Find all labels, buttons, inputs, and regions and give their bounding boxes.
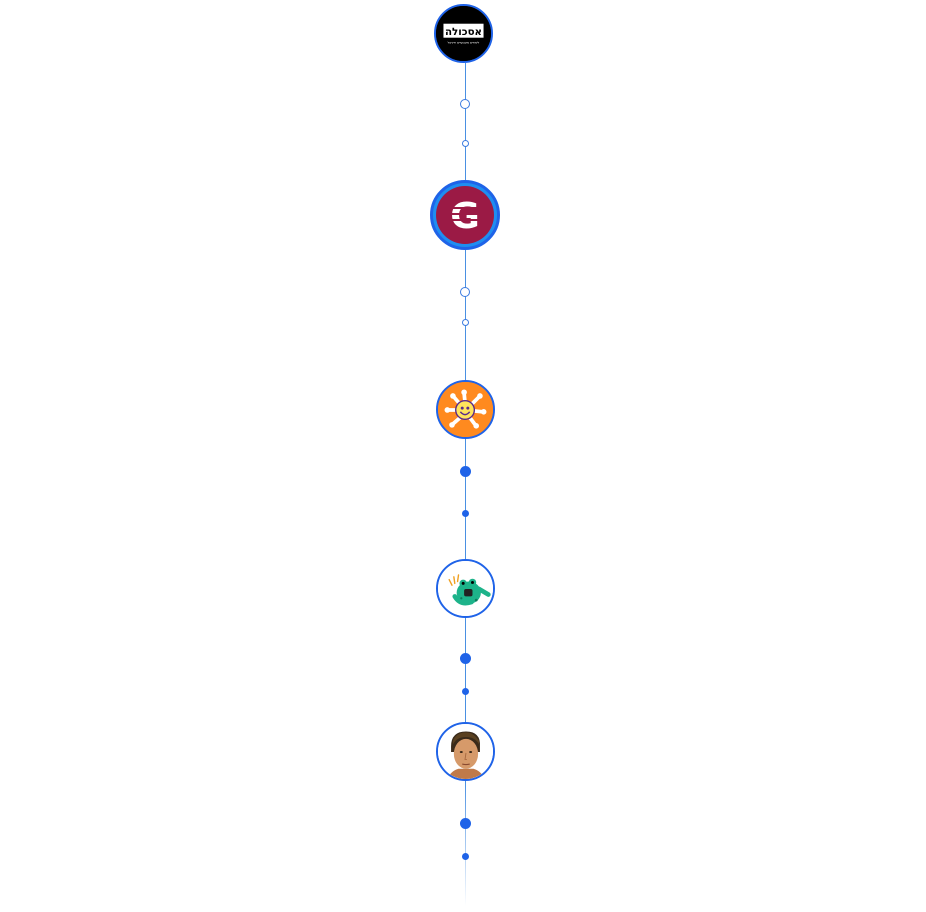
timeline-line: [464, 250, 466, 380]
sun-mascot-icon: [438, 382, 493, 437]
timeline-node-g[interactable]: G: [430, 180, 500, 250]
timeline-dot: [460, 465, 471, 477]
timeline-line: [464, 439, 466, 559]
g-logo-text: G: [450, 196, 480, 237]
timeline-line: [464, 63, 466, 180]
eshkola-logo-text: אסכולה: [445, 26, 482, 38]
timeline-dot: [461, 688, 469, 695]
timeline-dot: [460, 99, 470, 109]
timeline-dot: [460, 653, 471, 664]
person-avatar-icon: [438, 724, 493, 779]
timeline-dot: [461, 140, 469, 147]
timeline-node-sun[interactable]: [436, 380, 495, 439]
timeline-line: [464, 618, 466, 722]
timeline-node-person[interactable]: [436, 722, 495, 781]
timeline-dot: [460, 817, 471, 829]
timeline-node-frog[interactable]: [436, 559, 495, 618]
timeline-line-end: [464, 781, 466, 906]
eshkola-logo-subtext: לימודים מקצועיים ודיגיטל: [448, 40, 480, 44]
timeline-node-eshkola[interactable]: אסכולה לימודים מקצועיים ודיגיטל: [434, 4, 493, 63]
timeline-dot: [461, 510, 469, 517]
timeline-dot: [461, 319, 469, 326]
eshkola-logo-icon: אסכולה לימודים מקצועיים ודיגיטל: [436, 6, 491, 61]
frog-mascot-icon: [438, 561, 493, 616]
g-logo-icon: G: [436, 186, 494, 244]
timeline-dot: [459, 287, 470, 297]
timeline-dot: [461, 853, 469, 860]
